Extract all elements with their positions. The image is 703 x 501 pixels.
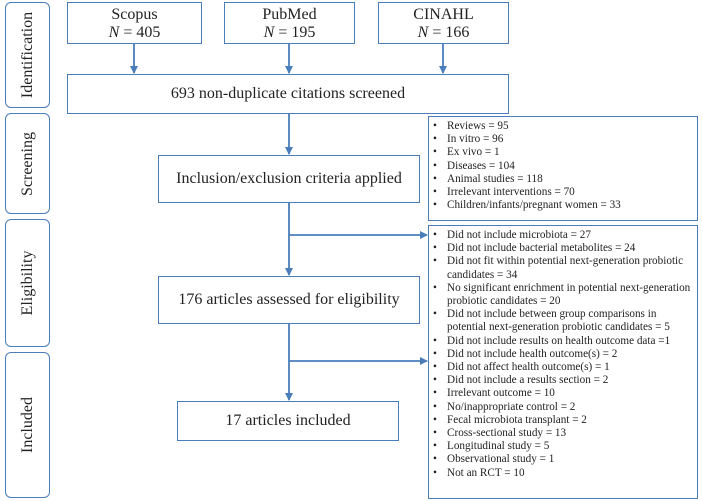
source-count: = 166 — [432, 24, 470, 41]
list-item: Children/infants/pregnant women = 33 — [433, 199, 693, 212]
source-name: PubMed — [262, 6, 317, 23]
screening-exclusions-box: Reviews = 95 In vitro = 96 Ex vivo = 1 D… — [428, 116, 698, 221]
list-item: In vitro = 96 — [433, 133, 693, 146]
list-item: Irrelevant outcome = 10 — [433, 387, 693, 400]
list-item: Diseases = 104 — [433, 160, 693, 173]
list-item: Not an RCT = 10 — [433, 467, 693, 480]
list-item: Did not affect health outcome(s) = 1 — [433, 361, 693, 374]
list-item: Irrelevant interventions = 70 — [433, 186, 693, 199]
source-name: Scopus — [111, 6, 158, 23]
screened-box: 693 non-duplicate citations screened — [67, 74, 509, 114]
eligibility-exclusions-list: Did not include microbiota = 27 Did not … — [433, 229, 693, 480]
list-item: No/inappropriate control = 2 — [433, 401, 693, 414]
list-item: Ex vivo = 1 — [433, 146, 693, 159]
list-item: Did not include results on health outcom… — [433, 335, 693, 348]
list-item: Did not include a results section = 2 — [433, 374, 693, 387]
list-item: Reviews = 95 — [433, 120, 693, 133]
stage-eligibility: Eligibility — [5, 219, 50, 347]
list-item: Did not include health outcome(s) = 2 — [433, 348, 693, 361]
source-box-scopus: Scopus N = 405 — [67, 2, 202, 44]
stage-included: Included — [5, 352, 50, 498]
source-box-cinahl: CINAHL N = 166 — [378, 2, 509, 44]
source-n-label: N — [263, 24, 275, 41]
source-n-label: N — [417, 24, 429, 41]
source-name: CINAHL — [413, 6, 474, 23]
assessed-box: 176 articles assessed for eligibility — [158, 276, 420, 324]
list-item: Animal studies = 118 — [433, 173, 693, 186]
source-box-pubmed: PubMed N = 195 — [224, 2, 355, 44]
screening-exclusions-list: Reviews = 95 In vitro = 96 Ex vivo = 1 D… — [433, 120, 693, 213]
list-item: Did not fit within potential next-genera… — [433, 255, 693, 281]
list-item: Observational study = 1 — [433, 453, 693, 466]
list-item: Fecal microbiota transplant = 2 — [433, 414, 693, 427]
source-count: = 195 — [278, 24, 316, 41]
list-item: Did not include between group comparison… — [433, 308, 693, 334]
source-n-label: N — [108, 24, 120, 41]
stage-screening: Screening — [5, 113, 50, 214]
included-box: 17 articles included — [177, 401, 399, 441]
list-item: Did not include bacterial metabolites = … — [433, 242, 693, 255]
list-item: Longitudinal study = 5 — [433, 440, 693, 453]
list-item: Cross-sectional study = 13 — [433, 427, 693, 440]
criteria-box: Inclusion/exclusion criteria applied — [158, 155, 420, 203]
list-item: No significant enrichment in potential n… — [433, 282, 693, 308]
eligibility-exclusions-box: Did not include microbiota = 27 Did not … — [428, 225, 698, 499]
source-count: = 405 — [123, 24, 161, 41]
list-item: Did not include microbiota = 27 — [433, 229, 693, 242]
stage-identification: Identification — [5, 2, 50, 108]
